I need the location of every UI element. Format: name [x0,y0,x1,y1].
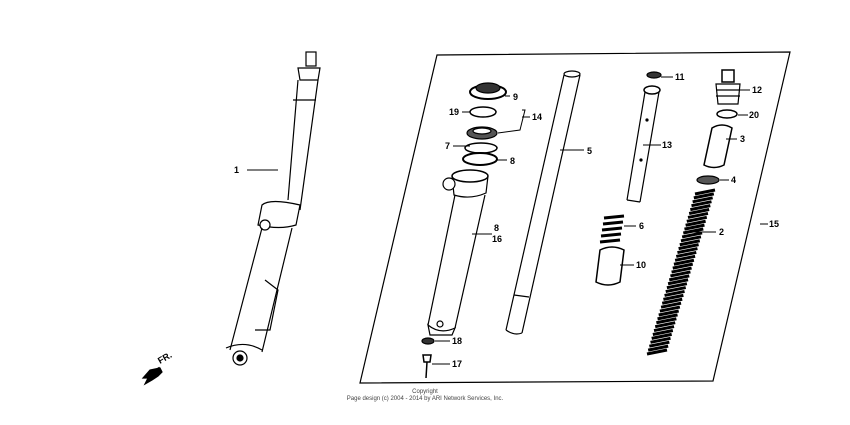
spacer-part-3 [703,124,733,169]
callout-15: 15 [769,219,779,229]
callout-14: 14 [532,112,542,122]
damper-rod-part-13 [626,91,660,203]
front-direction-label: FR. [156,350,174,366]
callout-19: 19 [449,107,459,117]
callout-7: 7 [445,141,450,151]
callout-8-outer-tube: 8 [494,223,499,233]
callout-13: 13 [662,140,672,150]
callout-20: 20 [749,110,759,120]
callout-9: 9 [513,92,518,102]
piece-part-10 [595,246,625,286]
callout-1: 1 [234,165,239,175]
callout-17: 17 [452,359,462,369]
callout-16: 16 [492,234,502,244]
callout-2: 2 [719,227,724,237]
callout-10: 10 [636,260,646,270]
callout-12: 12 [752,85,762,95]
inner-tube-part-5 [505,70,581,335]
callout-5: 5 [587,146,592,156]
fork-spring-part-2 [646,188,716,356]
fork-assembly-part-1 [225,51,321,366]
rebound-spring-part-6 [599,214,625,244]
outer-tube-part-8-16 [427,169,489,336]
copyright-line-2: Page design (c) 2004 - 2014 by ARI Netwo… [346,396,504,402]
front-direction-arrow-icon [141,367,163,386]
copyright-line-1: Copyright [412,389,438,395]
callout-6: 6 [639,221,644,231]
callout-11: 11 [675,72,685,82]
assembly-frame [359,51,791,384]
callout-8: 8 [510,156,515,166]
callout-3: 3 [740,134,745,144]
callout-18: 18 [452,336,462,346]
callout-4: 4 [731,175,736,185]
